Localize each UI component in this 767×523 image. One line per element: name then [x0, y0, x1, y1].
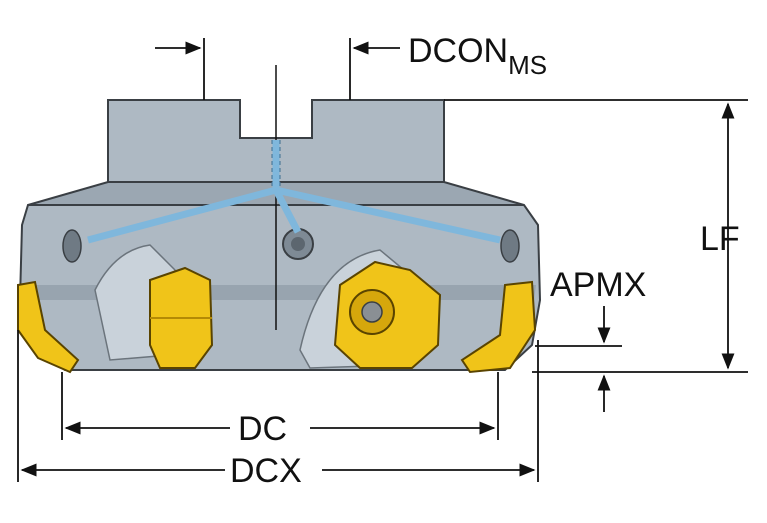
coolant-channel-outline	[271, 140, 281, 188]
dcx-label: DCX	[230, 452, 302, 490]
insert-right-edge	[460, 280, 537, 374]
dcon-label-sub: MS	[508, 50, 547, 80]
coolant-channels	[87, 140, 501, 244]
lf-label: LF	[700, 220, 740, 258]
insert-left-edge	[17, 280, 80, 374]
dcon-label-main: DCON	[408, 32, 508, 70]
apmx-label: APMX	[550, 266, 646, 304]
dc-label: DC	[238, 410, 287, 448]
dcon-label: DCONMS	[408, 32, 547, 80]
coolant-hole-left	[62, 229, 82, 263]
cutting-inserts	[17, 260, 537, 374]
dimension-lines	[17, 38, 748, 482]
coolant-hole-right	[500, 229, 520, 263]
cutter-body	[18, 65, 542, 371]
center-screw-hole-inner	[291, 237, 305, 251]
